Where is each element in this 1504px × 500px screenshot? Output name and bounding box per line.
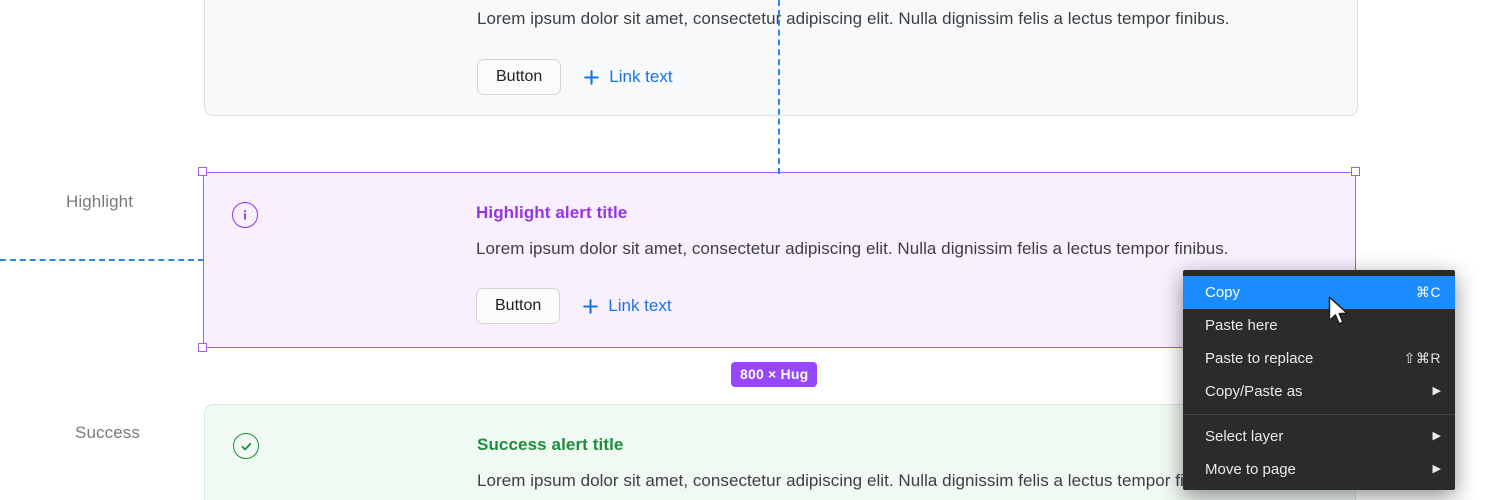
alert-link[interactable]: Link text [582, 296, 672, 316]
alert-link-label: Link text [609, 67, 673, 86]
plus-icon [584, 69, 600, 85]
context-menu-item-copy-paste-as[interactable]: Copy/Paste as ▶ [1183, 375, 1455, 408]
alert-body-text: Lorem ipsum dolor sit amet, consectetur … [477, 471, 1198, 490]
context-menu-item-label: Copy [1205, 284, 1241, 301]
context-menu-item-move-to-page[interactable]: Move to page ▶ [1183, 453, 1455, 486]
context-menu-item-paste-here[interactable]: Paste here [1183, 309, 1455, 342]
check-glyph [241, 442, 251, 450]
context-menu-item-paste-to-replace[interactable]: Paste to replace ⇧⌘R [1183, 342, 1455, 375]
info-circle-icon [232, 202, 258, 228]
context-menu[interactable]: Copy ⌘C Paste here Paste to replace ⇧⌘R … [1183, 270, 1455, 490]
context-menu-item-label: Copy/Paste as [1205, 383, 1303, 400]
vertical-guide [778, 0, 780, 174]
alert-button[interactable]: Button [476, 288, 561, 324]
alert-actions: Button Link text [477, 59, 673, 95]
alert-body-text: Lorem ipsum dolor sit amet, consectetur … [476, 239, 1229, 258]
selection-handle-bottom-left[interactable] [198, 343, 207, 352]
context-menu-shortcut: ⇧⌘R [1403, 350, 1441, 366]
context-menu-shortcut: ⌘C [1415, 284, 1441, 300]
alert-card-neutral[interactable]: Lorem ipsum dolor sit amet, consectetur … [204, 0, 1358, 116]
info-glyph [243, 210, 247, 220]
context-menu-item-label: Move to page [1205, 461, 1296, 478]
submenu-arrow-icon: ▶ [1432, 385, 1441, 397]
context-menu-item-select-layer[interactable]: Select layer ▶ [1183, 420, 1455, 453]
plus-icon [583, 298, 599, 314]
alert-actions: Button Link text [476, 288, 672, 324]
alert-title: Highlight alert title [476, 203, 628, 222]
context-menu-item-label: Paste to replace [1205, 350, 1314, 367]
alert-title: Success alert title [477, 435, 624, 454]
row-label-success: Success [75, 423, 140, 442]
context-menu-separator [1183, 414, 1455, 415]
submenu-arrow-icon: ▶ [1432, 463, 1441, 475]
context-menu-item-copy[interactable]: Copy ⌘C [1183, 276, 1455, 309]
alert-button[interactable]: Button [477, 59, 562, 95]
alert-link[interactable]: Link text [583, 67, 673, 87]
selection-handle-top-right[interactable] [1351, 167, 1360, 176]
context-menu-item-label: Select layer [1205, 428, 1284, 445]
alert-body-text: Lorem ipsum dolor sit amet, consectetur … [477, 9, 1230, 28]
submenu-arrow-icon: ▶ [1432, 430, 1441, 442]
check-circle-icon [233, 433, 259, 459]
row-label-highlight: Highlight [66, 192, 134, 211]
alert-link-label: Link text [608, 296, 672, 315]
alert-card-success[interactable]: Success alert title Lorem ipsum dolor si… [204, 404, 1356, 500]
alert-card-highlight[interactable]: Highlight alert title Lorem ipsum dolor … [204, 172, 1356, 347]
horizontal-guide [0, 259, 204, 261]
selection-handle-top-left[interactable] [198, 167, 207, 176]
context-menu-item-label: Paste here [1205, 317, 1278, 334]
size-badge: 800 × Hug [731, 362, 818, 387]
